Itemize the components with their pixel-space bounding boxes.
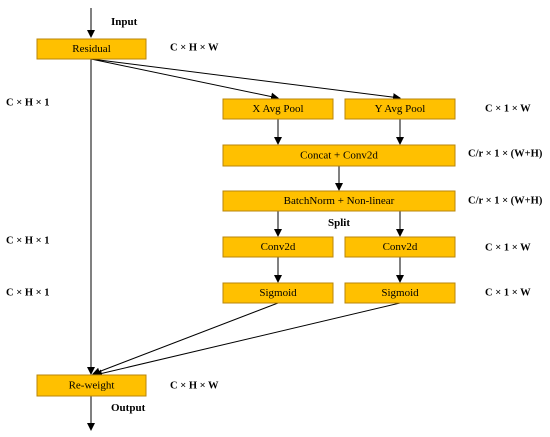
block-conv2d-right-label: Conv2d: [383, 241, 418, 253]
block-reweight-label: Re-weight: [69, 380, 115, 392]
split-label: Split: [328, 217, 350, 229]
block-batchnorm: BatchNorm + Non-linear: [222, 190, 456, 212]
block-batchnorm-label: BatchNorm + Non-linear: [284, 195, 395, 207]
block-x-avg-pool-label: X Avg Pool: [252, 103, 303, 115]
edge-left-sigmoid-to-reweight: [92, 302, 279, 376]
dim-left-sigmoid: C × H × 1: [6, 288, 49, 299]
block-conv2d-right: Conv2d: [344, 236, 456, 258]
dim-reweight: C × H × W: [170, 381, 219, 392]
block-conv2d-left-label: Conv2d: [261, 241, 296, 253]
dim-right-pool: C × 1 × W: [485, 104, 531, 115]
block-reweight: Re-weight: [36, 374, 147, 397]
dim-right-conv: C × 1 × W: [485, 243, 531, 254]
block-y-avg-pool: Y Avg Pool: [344, 98, 456, 120]
dim-concat: C/r × 1 × (W+H): [468, 149, 543, 160]
block-sigmoid-left-label: Sigmoid: [259, 287, 297, 299]
dim-right-sigmoid: C × 1 × W: [485, 288, 531, 299]
dim-residual: C × H × W: [170, 43, 219, 54]
block-concat-conv2d: Concat + Conv2d: [222, 144, 456, 167]
block-sigmoid-right-label: Sigmoid: [381, 287, 419, 299]
block-sigmoid-left: Sigmoid: [222, 282, 334, 304]
block-y-avg-pool-label: Y Avg Pool: [375, 103, 426, 115]
block-residual-label: Residual: [72, 43, 111, 55]
dim-left-conv: C × H × 1: [6, 236, 49, 247]
edge-residual-to-x-pool: [90, 58, 279, 101]
block-concat-conv2d-label: Concat + Conv2d: [300, 150, 378, 162]
block-residual: Residual: [36, 38, 147, 60]
dim-left-pool: C × H × 1: [6, 98, 49, 109]
output-label: Output: [111, 402, 146, 414]
block-sigmoid-right: Sigmoid: [344, 282, 456, 304]
block-conv2d-left: Conv2d: [222, 236, 334, 258]
input-label: Input: [111, 16, 138, 28]
edge-residual-to-y-pool: [90, 58, 401, 102]
edges: [87, 8, 404, 431]
block-x-avg-pool: X Avg Pool: [222, 98, 334, 120]
dim-batchnorm: C/r × 1 × (W+H): [468, 196, 543, 207]
edge-right-sigmoid-to-reweight: [94, 302, 401, 378]
